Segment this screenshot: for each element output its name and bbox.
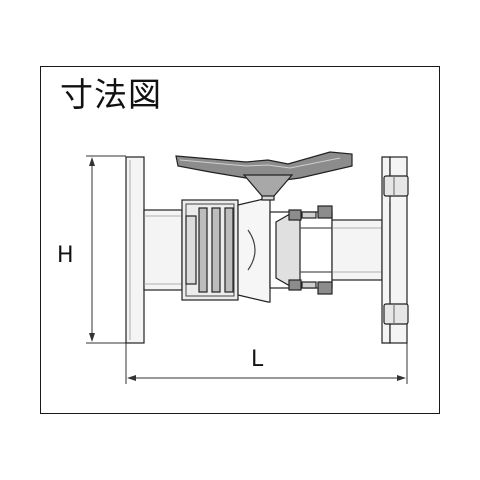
ball-outline (247, 229, 256, 271)
handle-hub (242, 174, 294, 197)
union-rib-2 (211, 207, 221, 293)
union-rib-left (185, 215, 197, 285)
seat-carrier (275, 213, 301, 287)
height-dimension (86, 155, 126, 344)
valve-body (237, 197, 271, 303)
thread-bottom (301, 281, 317, 289)
length-arrow-right (397, 375, 406, 381)
thread-top (301, 211, 317, 219)
height-arrow-top (89, 157, 95, 166)
right-pipe-stub (331, 219, 383, 281)
handle-highlight (179, 157, 341, 169)
seal-top-right (317, 205, 333, 219)
left-pipe-stub (143, 209, 183, 291)
length-arrow-left (127, 375, 136, 381)
length-label: L (251, 347, 264, 372)
union-rib-1 (198, 207, 208, 293)
height-label: H (57, 243, 74, 268)
seal-bottom-left (288, 279, 302, 291)
seal-bottom-right (317, 281, 333, 295)
left-flange (125, 156, 145, 344)
flange-bolt-bottom (383, 303, 409, 325)
union-rib-3 (224, 207, 234, 293)
right-flange-plate (389, 156, 408, 344)
flange-bolt-top (383, 175, 409, 197)
handle-lever (175, 151, 353, 183)
seal-top-left (288, 209, 302, 221)
drawing-frame (40, 66, 440, 414)
length-dimension (125, 343, 408, 384)
height-arrow-bottom (89, 333, 95, 342)
drawing-title: 寸法図 (60, 75, 162, 114)
valve-assembly (125, 151, 409, 344)
